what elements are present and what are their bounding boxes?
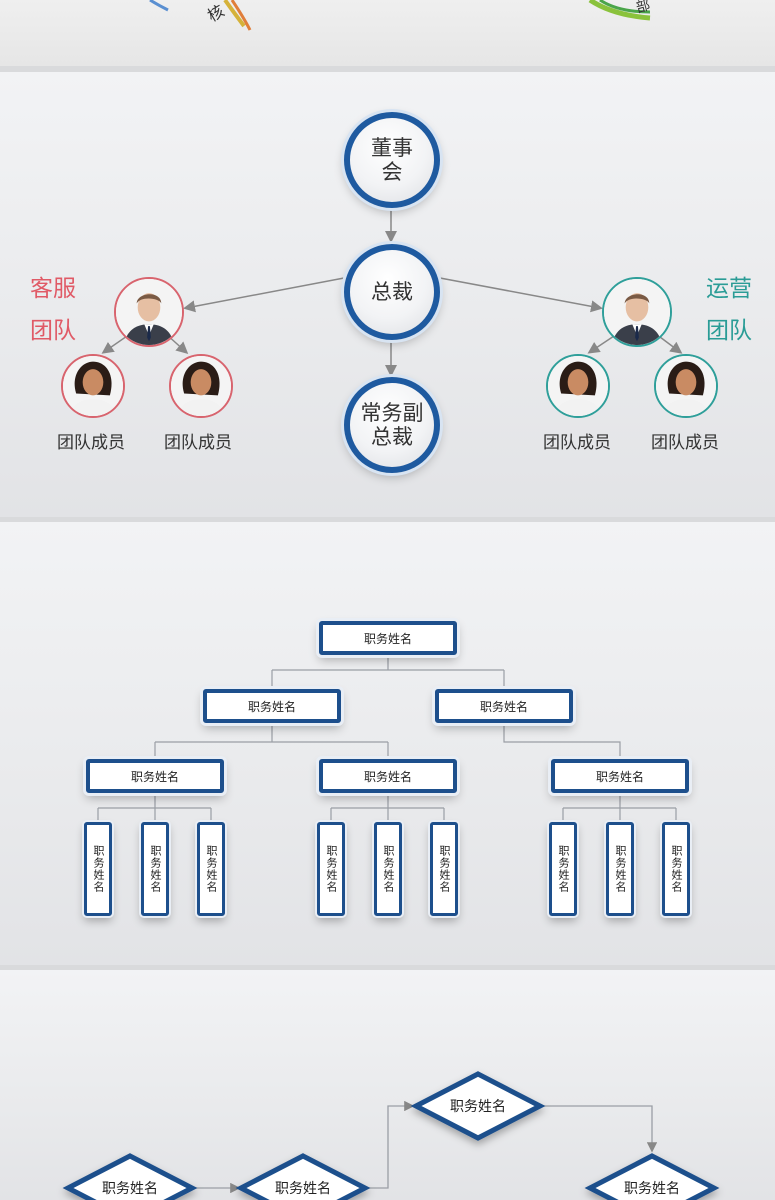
level2-position-box: 职务姓名 — [203, 689, 341, 723]
leaf-position-box: 职务姓名 — [662, 822, 690, 916]
leaf-position-box: 职务姓名 — [317, 822, 345, 916]
woman-portrait-icon — [171, 356, 231, 416]
man-portrait-icon — [116, 279, 182, 345]
leaf-position-box: 职务姓名 — [430, 822, 458, 916]
man-portrait-icon — [604, 279, 670, 345]
top-banner-fragment: 核 部 — [0, 0, 775, 66]
level3-position-box: 职务姓名 — [86, 759, 224, 793]
org-chart-circles-slide: 董事会 总裁 常务副总裁 客服团队 团队成员 — [0, 72, 775, 517]
left-team-leader-avatar — [114, 277, 184, 347]
diamond-node-shape — [235, 1153, 371, 1200]
leaf-position-box: 职务姓名 — [606, 822, 634, 916]
level3-position-box: 职务姓名 — [551, 759, 689, 793]
diamond-node-shape — [62, 1153, 198, 1200]
woman-portrait-icon — [548, 356, 608, 416]
diamond-node-shape — [410, 1071, 546, 1141]
board-label: 董事会 — [371, 136, 413, 184]
president-node: 总裁 — [344, 244, 440, 340]
left-team-member-1-avatar — [61, 354, 125, 418]
board-node: 董事会 — [344, 112, 440, 208]
diamond-node-label: 职务姓名 — [102, 1181, 158, 1197]
banner-decoration — [149, 0, 651, 31]
leaf-position-box: 职务姓名 — [549, 822, 577, 916]
left-team-title: 客服团队 — [30, 276, 76, 344]
level3-position-box: 职务姓名 — [319, 759, 457, 793]
diamond-node-label: 职务姓名 — [450, 1099, 506, 1115]
leaf-position-box: 职务姓名 — [374, 822, 402, 916]
right-team-member-2-avatar — [654, 354, 718, 418]
right-team-leader-avatar — [602, 277, 672, 347]
level2-position-box: 职务姓名 — [435, 689, 573, 723]
woman-portrait-icon — [63, 356, 123, 416]
diamond-shapes-and-connectors — [62, 1071, 720, 1200]
evp-label: 常务副总裁 — [360, 401, 424, 449]
right-team-member-2-label: 团队成员 — [651, 433, 719, 453]
leaf-position-box: 职务姓名 — [141, 822, 169, 916]
diamond-node-label: 职务姓名 — [624, 1181, 680, 1197]
org-chart-diamonds-slide: 职务姓名 职务姓名 职务姓名 职务姓名 — [0, 970, 775, 1200]
woman-portrait-icon — [656, 356, 716, 416]
evp-node: 常务副总裁 — [344, 377, 440, 473]
root-position-box: 职务姓名 — [319, 621, 457, 655]
tree-connector-lines — [97, 655, 677, 822]
left-team-member-1-label: 团队成员 — [57, 433, 125, 453]
right-team-title: 运营团队 — [706, 276, 752, 344]
right-team-member-1-label: 团队成员 — [543, 433, 611, 453]
org-chart-boxes-slide: 职务姓名 职务姓名 职务姓名 职务姓名 职务姓名 职务姓名 职务姓名 职务姓名 … — [0, 522, 775, 965]
president-label: 总裁 — [371, 280, 413, 304]
leaf-position-box: 职务姓名 — [84, 822, 112, 916]
leaf-position-box: 职务姓名 — [197, 822, 225, 916]
right-team-member-1-avatar — [546, 354, 610, 418]
left-team-member-2-label: 团队成员 — [164, 433, 232, 453]
left-team-member-2-avatar — [169, 354, 233, 418]
diamond-node-label: 职务姓名 — [275, 1181, 331, 1197]
diamond-node-shape — [584, 1153, 720, 1200]
